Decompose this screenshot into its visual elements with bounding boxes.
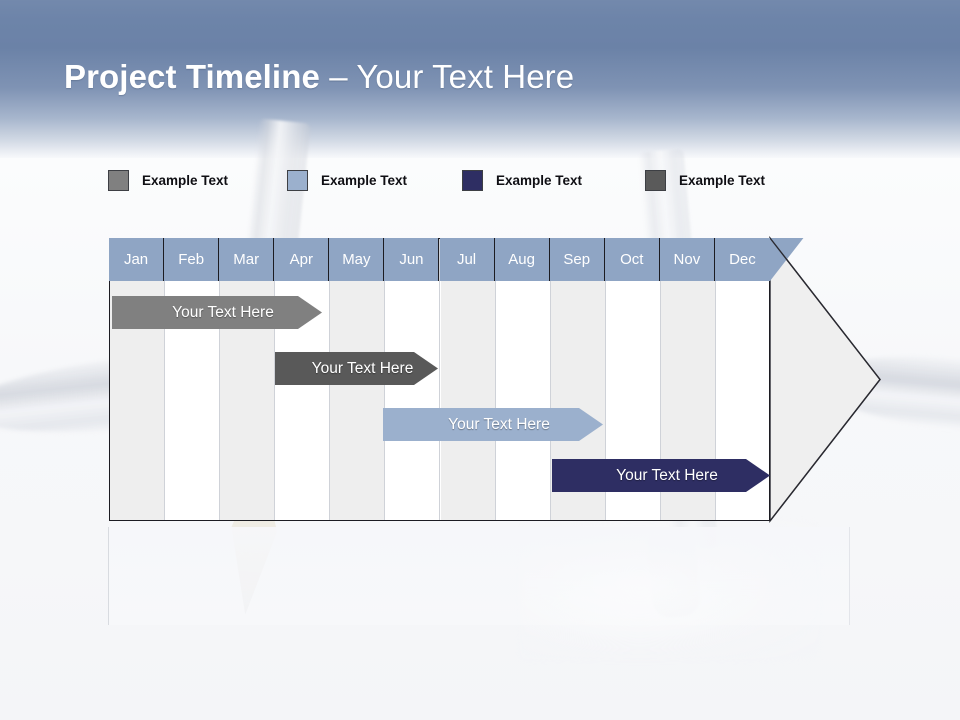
month-header-feb[interactable]: Feb xyxy=(164,238,220,281)
legend-item-label: Example Text xyxy=(142,173,229,188)
month-header-apr[interactable]: Apr xyxy=(274,238,330,281)
timeline-column-oct xyxy=(606,239,661,520)
month-header-oct[interactable]: Oct xyxy=(604,238,660,281)
legend-item-label: Example Text xyxy=(496,173,583,188)
page-title: Project Timeline – Your Text Here xyxy=(64,58,574,96)
timeline-column-aug xyxy=(496,239,551,520)
page-title-separator: – xyxy=(319,58,357,95)
legend-swatch-icon xyxy=(645,170,666,191)
legend-item-3[interactable]: Example Text xyxy=(462,170,582,191)
month-header-may[interactable]: May xyxy=(329,238,385,281)
month-header-jul[interactable]: Jul xyxy=(439,238,495,281)
month-header-sep[interactable]: Sep xyxy=(549,238,605,281)
legend-item-label: Example Text xyxy=(679,173,766,188)
month-header-mar[interactable]: Mar xyxy=(219,238,275,281)
legend-swatch-icon xyxy=(108,170,129,191)
timeline-arrow-head-icon xyxy=(769,236,881,524)
timeline-bar-4[interactable]: Your Text Here xyxy=(552,459,770,492)
month-header-dec[interactable]: Dec xyxy=(714,238,770,281)
month-header-jan[interactable]: Jan xyxy=(109,238,165,281)
page-title-light: Your Text Here xyxy=(356,58,575,95)
legend-swatch-icon xyxy=(287,170,308,191)
timeline-bar-label: Your Text Here xyxy=(448,415,550,433)
timeline-bar-label: Your Text Here xyxy=(616,466,718,484)
timeline-bar-2[interactable]: Your Text Here xyxy=(275,352,438,385)
timeline-bar-label: Your Text Here xyxy=(311,359,414,377)
legend-item-4[interactable]: Example Text xyxy=(645,170,765,191)
timeline-column-mar xyxy=(220,239,276,520)
legend-item-1[interactable]: Example Text xyxy=(108,170,228,191)
legend-swatch-icon xyxy=(462,170,483,191)
month-header-jun[interactable]: Jun xyxy=(384,238,440,281)
timeline-bar-1[interactable]: Your Text Here xyxy=(112,296,322,329)
timeline-bar-label: Your Text Here xyxy=(172,303,274,321)
timeline-column-jun xyxy=(385,239,441,520)
header-gradient-background xyxy=(0,0,960,160)
page-title-strong: Project Timeline xyxy=(64,58,320,95)
month-header-nov[interactable]: Nov xyxy=(659,238,715,281)
timeline-column-jan xyxy=(110,239,166,520)
month-header-aug[interactable]: Aug xyxy=(494,238,550,281)
legend-item-label: Example Text xyxy=(321,173,408,188)
timeline-column-feb xyxy=(165,239,221,520)
timeline-column-jul xyxy=(440,239,496,520)
legend-item-2[interactable]: Example Text xyxy=(287,170,407,191)
timeline-bar-3[interactable]: Your Text Here xyxy=(383,408,603,441)
